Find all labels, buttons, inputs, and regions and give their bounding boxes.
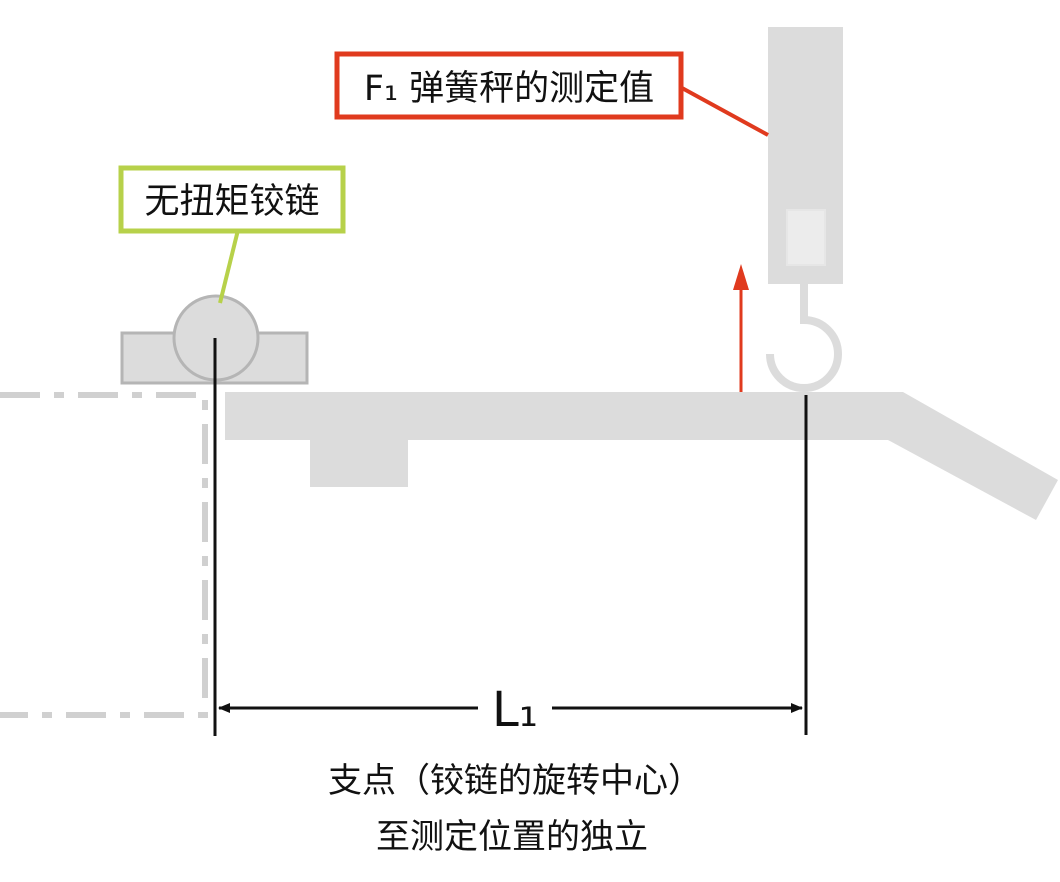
spring-scale-window — [786, 209, 826, 266]
spring-callout-box — [334, 51, 684, 120]
caption-line-2: 至测定位置的独立 — [376, 817, 648, 857]
distance-label: L₁ — [492, 682, 538, 738]
hinge-callout-text: 无扭矩铰链 — [144, 182, 319, 222]
caption-line-1: 支点（铰链的旋转中心） — [328, 761, 702, 801]
spring-callout-leader — [681, 86, 769, 137]
spring-scale-hook — [766, 284, 842, 392]
spring-callout-text: F₁ 弹簧秤的测定值 — [364, 69, 654, 109]
panel-plate — [225, 392, 1058, 520]
hinge-callout-box — [118, 165, 346, 234]
panel-tab — [310, 440, 408, 487]
force-arrow-head — [733, 264, 749, 290]
body-dashed-outline — [0, 392, 208, 718]
hinge-callout-leader — [218, 229, 240, 304]
